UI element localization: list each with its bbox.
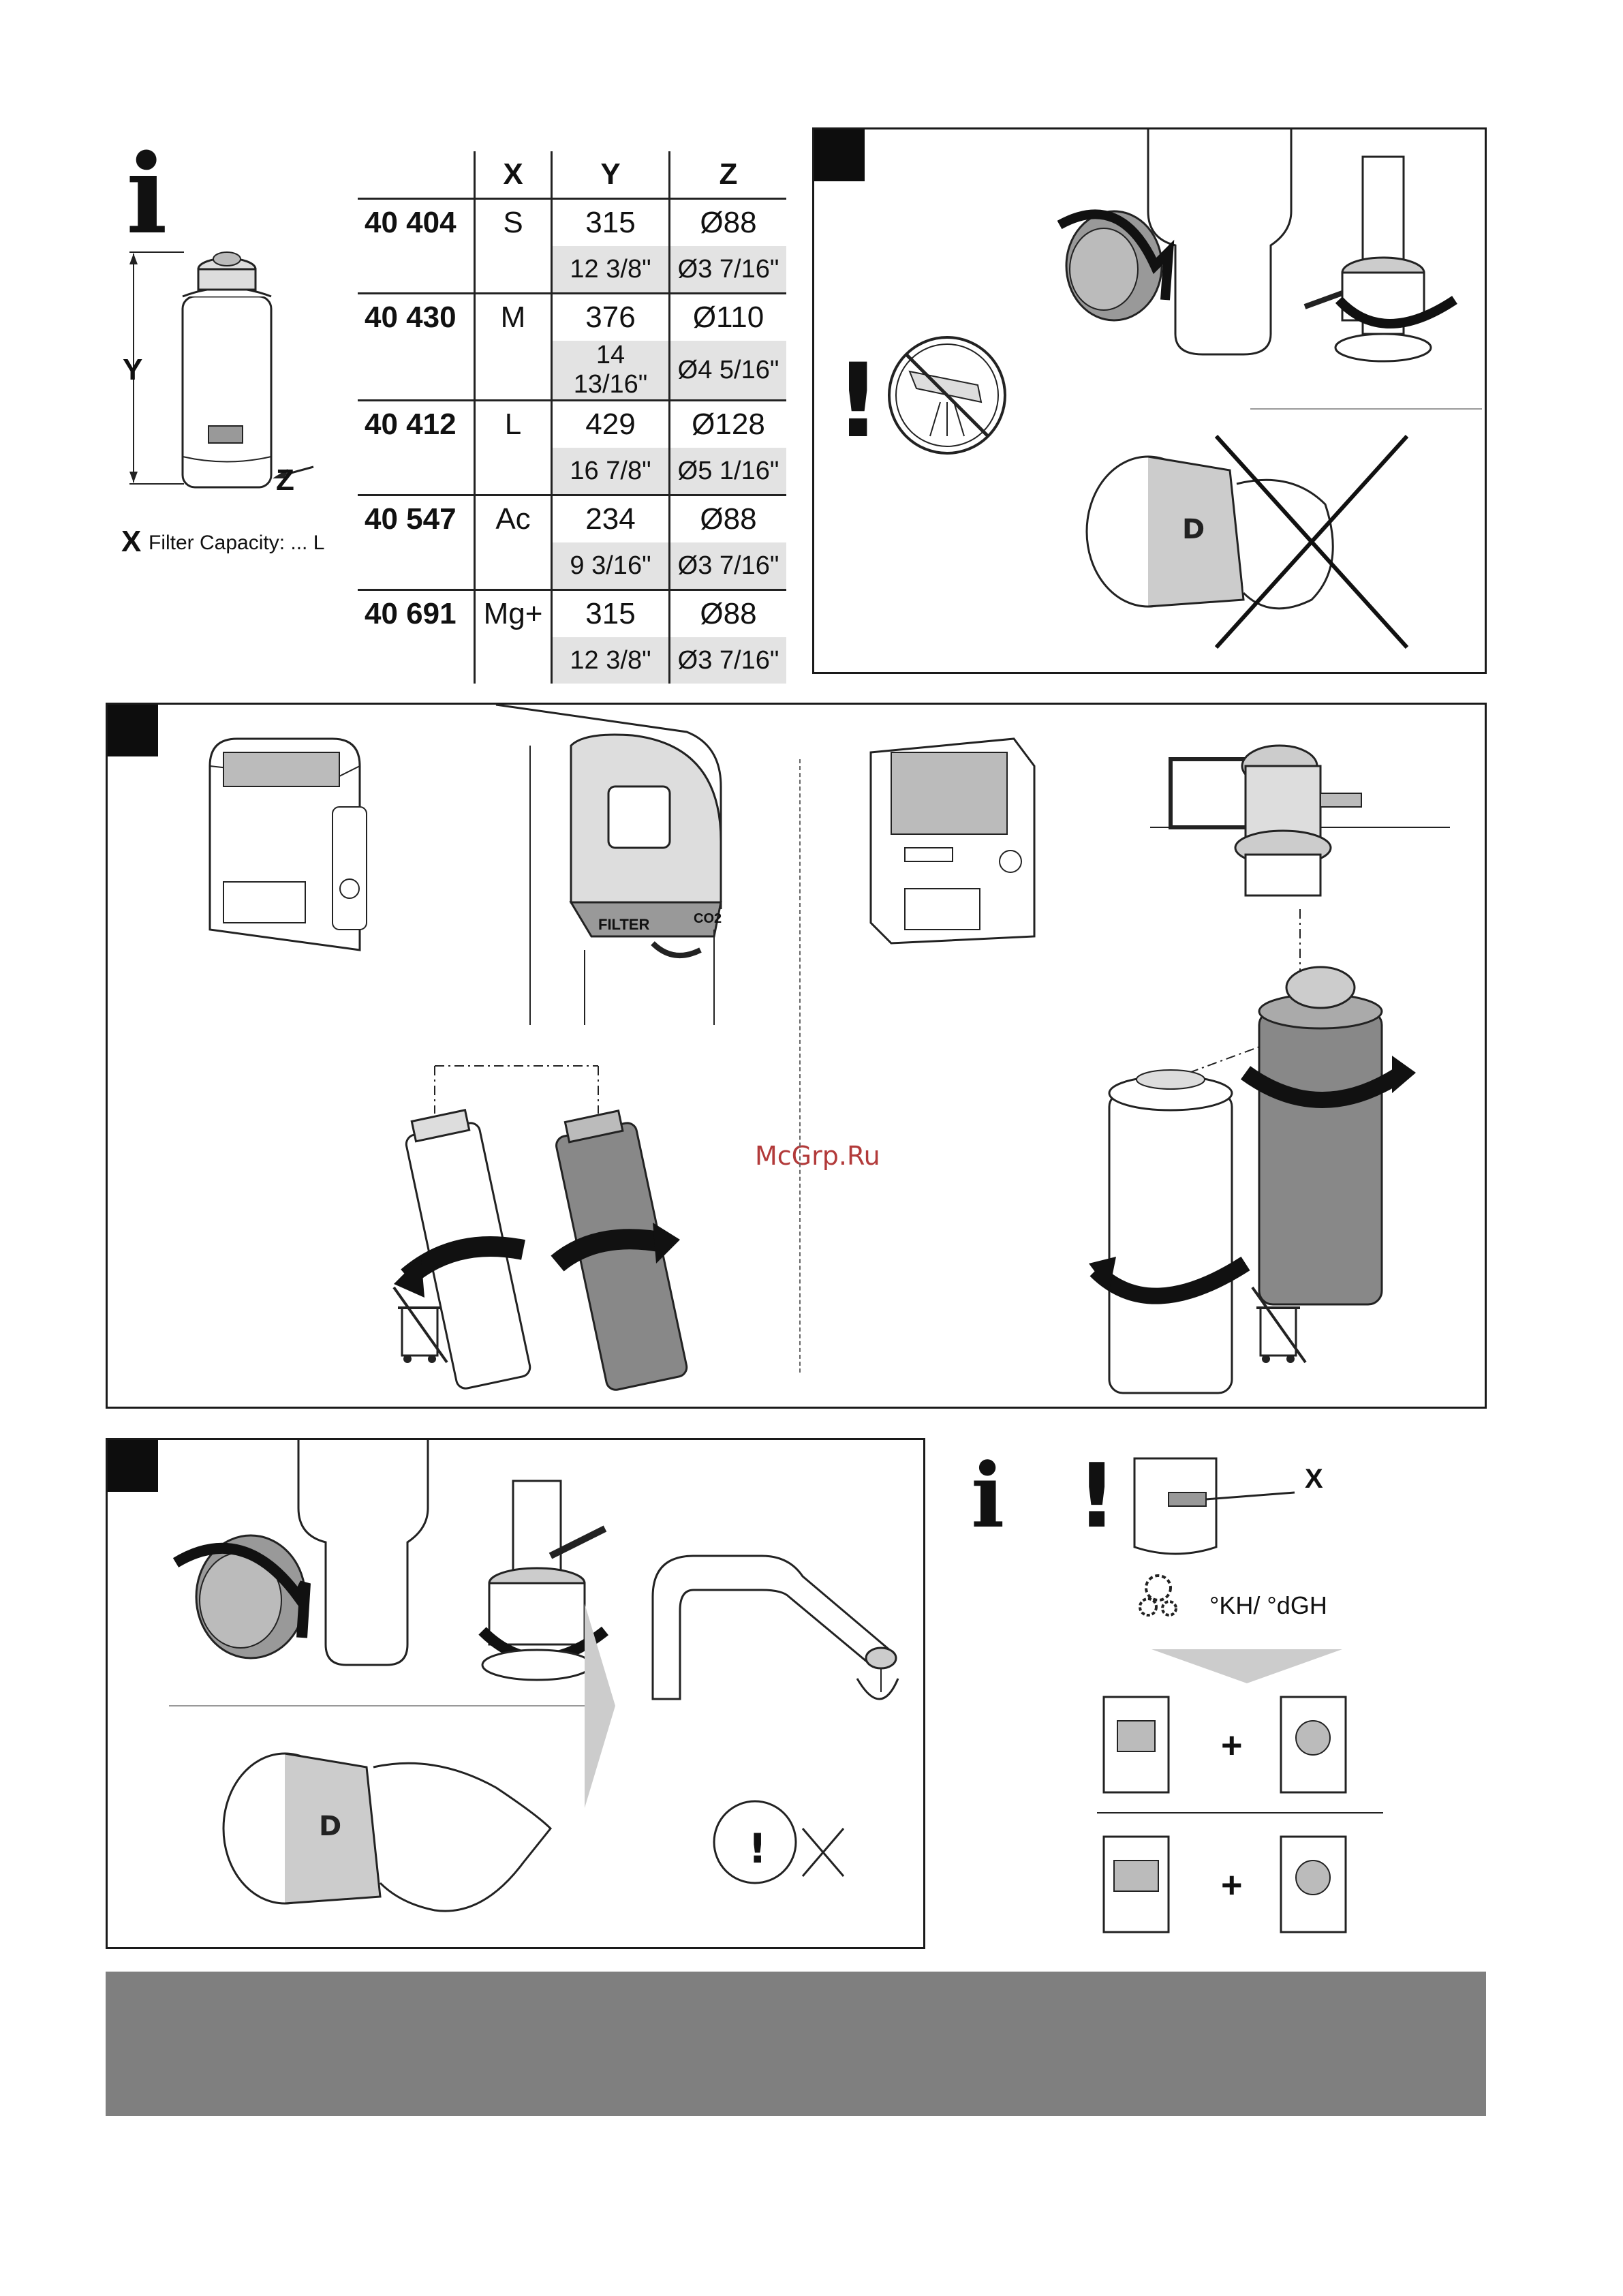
article-number: 40 430 <box>358 294 475 341</box>
diameter-mm: Ø88 <box>670 495 787 543</box>
table-row: 16 7/8" Ø5 1/16" <box>358 448 786 495</box>
diameter-mm: Ø128 <box>670 401 787 448</box>
svg-text:!: ! <box>835 342 881 461</box>
waste-bin-icon <box>394 1284 448 1366</box>
dim-y-label: Y <box>123 353 142 387</box>
panel-divider <box>799 759 801 1373</box>
diameter-inch: Ø3 7/16" <box>670 246 787 294</box>
height-inch: 16 7/8" <box>552 448 670 495</box>
diameter-mm: Ø110 <box>670 294 787 341</box>
gear-icon <box>1131 1567 1186 1622</box>
label-x: X <box>1305 1464 1323 1495</box>
watermark-text: McGrp.Ru <box>755 1141 880 1171</box>
table-row: 40 404 S 315 Ø88 <box>358 199 786 247</box>
step-marker <box>814 129 865 181</box>
header-blank <box>358 151 475 199</box>
faucet-knob-reset-illustration <box>142 1440 619 1713</box>
svg-text:D: D <box>319 1811 341 1842</box>
size-x: Mg+ <box>475 590 552 638</box>
table-row: 12 3/8" Ø3 7/16" <box>358 637 786 684</box>
step-marker <box>108 705 158 756</box>
diameter-inch: Ø3 7/16" <box>670 637 787 684</box>
height-mm: 429 <box>552 401 670 448</box>
filter-cartridge-illustration <box>109 232 341 518</box>
article-number: 40 412 <box>358 401 475 448</box>
table-row: 40 412 L 429 Ø128 <box>358 401 786 448</box>
filter-capacity-label-illustration <box>1128 1452 1305 1561</box>
height-inch: 12 3/8" <box>552 246 670 294</box>
filter-label: FILTER <box>598 916 649 933</box>
filter-capacity-label: Filter Capacity: ... L <box>149 532 324 555</box>
waste-bin-icon <box>1252 1284 1307 1366</box>
dim-z-label: Z <box>276 463 294 498</box>
water-hardness-label: °KH/ °dGH <box>1209 1591 1327 1620</box>
filter-head-illustration: FILTER CO2 <box>428 705 782 1032</box>
diameter-inch: Ø5 1/16" <box>670 448 787 495</box>
article-number: 40 404 <box>358 199 475 247</box>
size-x: L <box>475 401 552 448</box>
diameter-mm: Ø88 <box>670 590 787 638</box>
table-row: 14 13/16" Ø4 5/16" <box>358 341 786 401</box>
height-inch: 9 3/16" <box>552 542 670 590</box>
hand-pull-knob-crossed-illustration: D <box>1066 429 1448 661</box>
header-y: Y <box>552 151 670 199</box>
footer-band <box>106 1972 1486 2116</box>
svg-text:!: ! <box>748 1825 767 1873</box>
diameter-inch: Ø3 7/16" <box>670 542 787 590</box>
faucet-flush-illustration: ! <box>639 1542 912 1938</box>
height-mm: 376 <box>552 294 670 341</box>
height-mm: 234 <box>552 495 670 543</box>
table-row: 40 430 M 376 Ø110 <box>358 294 786 341</box>
height-mm: 315 <box>552 199 670 247</box>
hand-push-knob-illustration: D <box>210 1726 591 1944</box>
size-x: S <box>475 199 552 247</box>
height-inch: 12 3/8" <box>552 637 670 684</box>
article-number: 40 547 <box>358 495 475 543</box>
warning-exclamation-icon: ! <box>1077 1452 1117 1540</box>
header-x: X <box>475 151 552 199</box>
svg-text:D: D <box>1182 514 1205 545</box>
step-panel-1: ! D <box>812 127 1487 674</box>
info-icon: i <box>971 1452 1004 1540</box>
chiller-unit-illustration <box>196 725 387 970</box>
down-arrow-icon <box>1151 1649 1342 1683</box>
chiller-unit-front-illustration <box>850 725 1055 957</box>
table-row: 9 3/16" Ø3 7/16" <box>358 542 786 590</box>
co2-label: CO2 <box>694 911 722 926</box>
dim-x-label: X <box>121 525 141 559</box>
diameter-inch: Ø4 5/16" <box>670 341 787 401</box>
next-step-arrow-icon <box>585 1604 619 1808</box>
step-panel-2: FILTER CO2 McGrp.Ru <box>106 703 1487 1409</box>
height-mm: 315 <box>552 590 670 638</box>
size-x: Ac <box>475 495 552 543</box>
step-panel-3: D ! <box>106 1438 925 1949</box>
table-header-row: X Y Z <box>358 151 786 199</box>
diameter-mm: Ø88 <box>670 199 787 247</box>
height-inch: 14 13/16" <box>552 341 670 401</box>
plus-sign: + <box>1221 1724 1243 1766</box>
no-spray-warning-illustration: ! <box>828 334 1005 470</box>
filter-head-bracket-illustration <box>1150 718 1450 909</box>
faucet-knob-turn-illustration <box>1019 129 1482 429</box>
header-z: Z <box>670 151 787 199</box>
table-row: 12 3/8" Ø3 7/16" <box>358 246 786 294</box>
table-row: 40 547 Ac 234 Ø88 <box>358 495 786 543</box>
size-x: M <box>475 294 552 341</box>
article-number: 40 691 <box>358 590 475 638</box>
plus-sign: + <box>1221 1864 1243 1906</box>
filter-dimensions-table: X Y Z 40 404 S 315 Ø88 12 3/8" Ø3 7/16" … <box>358 151 786 684</box>
table-row: 40 691 Mg+ 315 Ø88 <box>358 590 786 638</box>
